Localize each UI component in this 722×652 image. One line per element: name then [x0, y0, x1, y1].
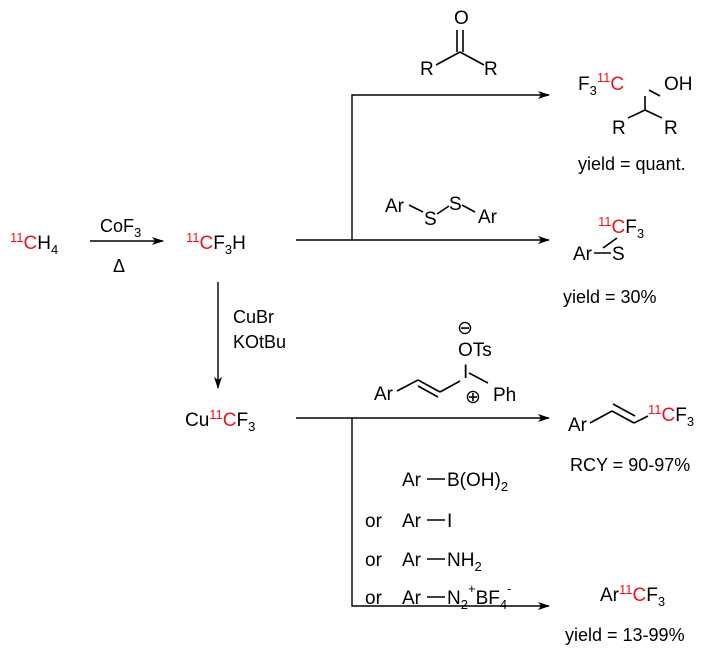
yield-thioether: yield = 30%: [563, 287, 657, 307]
ketone-reagent: O R R: [420, 8, 498, 80]
svg-text:⊕: ⊕: [465, 387, 481, 408]
reagent-kotbu: KOtBu: [233, 332, 286, 352]
list-item: or Ar I: [365, 511, 452, 532]
product-thioether: 11CF3 Ar S yield = 30%: [563, 214, 657, 307]
svg-text:R: R: [664, 118, 678, 139]
svg-text:⊖: ⊖: [457, 318, 473, 339]
svg-text:Ar11CF3: Ar11CF3: [600, 582, 665, 609]
svg-text:R: R: [420, 59, 434, 80]
svg-text:Ph: Ph: [493, 385, 516, 406]
reagent-cof3: CoF3: [100, 216, 141, 240]
svg-text:OTs: OTs: [458, 340, 492, 361]
carbon-symbol: C: [24, 233, 38, 254]
list-item: or Ar N2+BF4-: [365, 581, 511, 612]
formula-tail: H: [37, 233, 51, 254]
yield-alcohol: yield = quant.: [578, 154, 686, 174]
svg-text:or: or: [365, 550, 383, 571]
svg-text:R: R: [612, 118, 626, 139]
svg-text:11CF3: 11CF3: [648, 402, 694, 429]
svg-text:Ar: Ar: [568, 415, 588, 436]
arrow-to-alcohol: [351, 91, 550, 240]
svg-text:Ar: Ar: [478, 207, 498, 228]
svg-text:N2+BF4-: N2+BF4-: [447, 581, 511, 612]
svg-text:O: O: [454, 8, 469, 29]
svg-text:11CH4: 11CH4: [10, 230, 58, 257]
svg-text:Ar: Ar: [374, 384, 394, 405]
svg-text:S: S: [424, 209, 437, 230]
methane-11c: 11CH4: [10, 230, 58, 257]
svg-text:Ar: Ar: [573, 244, 593, 265]
svg-text:11CF3: 11CF3: [598, 214, 644, 241]
svg-text:S: S: [612, 244, 625, 265]
list-item: or Ar NH2: [365, 550, 482, 574]
formula-count: 4: [51, 242, 58, 257]
product-arene: Ar11CF3 yield = 13-99%: [565, 582, 685, 645]
svg-text:B(OH)2: B(OH)2: [447, 470, 508, 494]
svg-text:Ar: Ar: [402, 511, 422, 532]
svg-text:F311C: F311C: [578, 70, 624, 98]
iodonium-reagent: ⊖ OTs Ar I ⊕ Ph: [374, 318, 516, 408]
svg-text:or: or: [365, 511, 383, 532]
product-alkene: Ar 11CF3 RCY = 90-97%: [568, 402, 694, 475]
fluoroform-11c: 11CF3H: [186, 230, 246, 257]
yield-arene: yield = 13-99%: [565, 625, 685, 645]
svg-text:S: S: [449, 194, 462, 215]
svg-text:Ar: Ar: [385, 196, 405, 217]
svg-text:or: or: [365, 588, 383, 609]
svg-text:Cu11CF3: Cu11CF3: [185, 407, 255, 434]
arrow-to-arene: [351, 418, 550, 610]
product-alcohol: F311C OH R R yield = quant.: [578, 70, 693, 174]
list-item: Ar B(OH)2: [402, 470, 508, 494]
svg-text:OH: OH: [664, 74, 693, 95]
disulfide-reagent: Ar S S Ar: [385, 194, 498, 230]
aryl-reagent-list: Ar B(OH)2 or Ar I or Ar NH2 or Ar N2+BF4…: [365, 470, 511, 612]
svg-text:I: I: [447, 511, 452, 532]
svg-text:NH2: NH2: [447, 550, 482, 574]
svg-text:Ar: Ar: [402, 588, 422, 609]
svg-text:I: I: [463, 362, 468, 383]
reagent-cubr: CuBr: [233, 307, 274, 327]
svg-text:Ar: Ar: [402, 550, 422, 571]
svg-text:Ar: Ar: [402, 470, 422, 491]
cu-trifluoromethyl-11c: Cu11CF3: [185, 407, 255, 434]
svg-text:11CF3H: 11CF3H: [186, 230, 246, 257]
svg-text:R: R: [484, 59, 498, 80]
yield-alkene: RCY = 90-97%: [570, 455, 690, 475]
isotope-mass: 11: [10, 230, 24, 245]
heat-symbol: Δ: [113, 256, 125, 276]
